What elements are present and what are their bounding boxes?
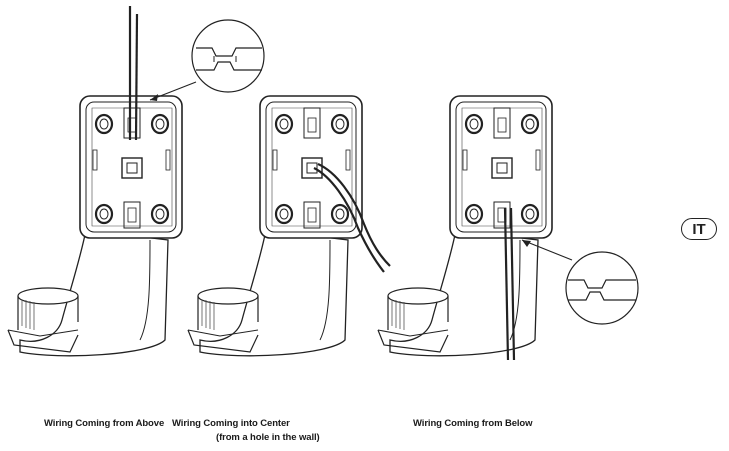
arrow-to-detail-bottom [521, 239, 573, 261]
wire-center-1 [313, 167, 385, 273]
caption-wiring-center: Wiring Coming into Center [172, 418, 290, 429]
mount-unit-below [376, 94, 639, 361]
mount-unit-above [6, 6, 265, 357]
wire-top-2 [134, 13, 139, 141]
caption-wiring-center-note: (from a hole in the wall) [216, 432, 320, 443]
wire-center-2 [317, 162, 391, 267]
language-badge: IT [681, 218, 717, 240]
mount-unit-center [186, 94, 391, 357]
arrow-to-detail-top [149, 81, 197, 101]
caption-wiring-below: Wiring Coming from Below [413, 418, 533, 429]
caption-wiring-above: Wiring Coming from Above [44, 418, 165, 429]
wire-below-2 [509, 207, 516, 361]
wire-below-1 [503, 207, 510, 361]
